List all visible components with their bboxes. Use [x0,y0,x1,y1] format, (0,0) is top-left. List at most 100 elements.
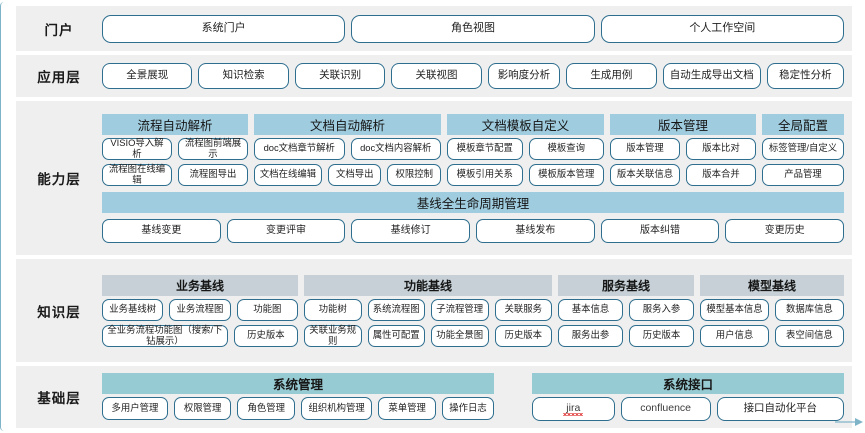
app-item-6[interactable]: 自动生成导出文档 [662,63,761,89]
cap-p1-r0-c1[interactable]: doc文档内容解析 [350,137,441,160]
layer-label-knowledge: 知识层 [37,304,81,320]
know-g1-r0-c1[interactable]: 系统流程图 [367,298,425,321]
capability-lifecycle-group: 基线全生命周期管理 基线变更 变更评审 基线修订 基线发布 版本纠错 变更历史 [102,191,845,243]
group-row: doc文档章节解析 doc文档内容解析 [254,137,441,160]
app-item-3[interactable]: 关联视图 [391,63,482,89]
capability-group-process-parse: 流程自动解析 VISIO导入解析 流程图前端展示 流程图在线编辑 流程图导出 [102,113,248,186]
capability-group-doc-parse: 文档自动解析 doc文档章节解析 doc文档内容解析 文档在线编辑 文档导出 权… [254,113,442,186]
know-g2-r0-c0[interactable]: 基本信息 [558,298,623,321]
group-header-model-baseline: 模型基线 [700,274,844,296]
base-g0-c1[interactable]: 权限管理 [173,397,232,420]
cap-p2-r0-c0[interactable]: 模板章节配置 [447,137,523,160]
group-row: 全业务流程功能图（搜索/下钻展示） 历史版本 [102,324,298,347]
layer-label-capability: 能力层 [37,172,81,187]
layer-portal: 门户 系统门户 角色视图 个人工作空间 [16,6,852,51]
know-g2-r1-c1[interactable]: 历史版本 [629,324,694,347]
portal-item-0[interactable]: 系统门户 [102,14,346,43]
cap-p4-r1-c0[interactable]: 产品管理 [762,163,844,186]
cap-p0-r1-c0[interactable]: 流程图在线编辑 [102,163,172,186]
group-row: jira confluence 接口自动化平台 [532,397,844,421]
group-row: 模型基本信息 数据库信息 [700,298,844,321]
capability-groups: 流程自动解析 VISIO导入解析 流程图前端展示 流程图在线编辑 流程图导出 [102,113,844,186]
corner-arrow-icon [835,418,863,426]
app-item-7[interactable]: 稳定性分析 [766,63,844,89]
app-item-4[interactable]: 影响度分析 [487,63,561,89]
cap-p1-r1-c1[interactable]: 文档导出 [327,163,382,186]
know-g2-r0-c1[interactable]: 服务入参 [629,298,694,321]
layer-label-foundation: 基础层 [37,391,81,406]
base-g0-c5[interactable]: 操作日志 [441,397,494,420]
lifecycle-item-4[interactable]: 版本纠错 [600,218,720,243]
portal-row: 系统门户 角色视图 个人工作空间 [102,14,844,43]
cap-p3-r0-c1[interactable]: 版本比对 [686,137,756,160]
foundation-groups: 系统管理 多用户管理 权限管理 角色管理 组织机构管理 菜单管理 操作日志 系统… [102,373,844,421]
base-g1-c1[interactable]: confluence [620,397,711,421]
base-g0-c2[interactable]: 角色管理 [237,397,295,420]
layer-knowledge: 知识层 业务基线 业务基线树 业务流程图 功能图 全业务流程功能图（搜索/下钻展… [16,259,852,362]
app-item-0[interactable]: 全景展现 [102,63,193,89]
knowledge-group-business-baseline: 业务基线 业务基线树 业务流程图 功能图 全业务流程功能图（搜索/下钻展示） 历… [102,274,298,347]
layer-foundation: 基础层 系统管理 多用户管理 权限管理 角色管理 组织机构管理 菜单管理 操作日… [16,366,852,428]
lifecycle-item-0[interactable]: 基线变更 [102,218,221,243]
know-g0-r1-c1[interactable]: 历史版本 [233,324,298,347]
group-row: 标签管理/自定义 [762,137,844,160]
base-g1-c2[interactable]: 接口自动化平台 [716,397,844,421]
know-g3-r0-c1[interactable]: 数据库信息 [775,298,844,321]
know-g3-r1-c1[interactable]: 表空间信息 [775,324,844,347]
app-item-1[interactable]: 知识检索 [198,63,289,89]
jira-label: jira [566,402,581,415]
know-g3-r1-c0[interactable]: 用户信息 [700,324,769,347]
group-row: VISIO导入解析 流程图前端展示 [102,137,248,160]
group-header-service-baseline: 服务基线 [558,274,694,296]
left-edge-decoration [0,2,4,431]
cap-p2-r1-c1[interactable]: 模板版本管理 [528,163,604,186]
group-row: 用户信息 表空间信息 [700,324,844,347]
cap-p3-r1-c1[interactable]: 版本合并 [686,163,756,186]
cap-p1-r1-c2[interactable]: 权限控制 [387,163,442,186]
know-g1-r0-c0[interactable]: 功能树 [304,298,362,321]
base-g0-c0[interactable]: 多用户管理 [102,397,168,420]
cap-p2-r0-c1[interactable]: 模板查询 [528,137,604,160]
cap-p4-r0-c0[interactable]: 标签管理/自定义 [762,137,844,160]
know-g0-r0-c1[interactable]: 业务流程图 [169,298,231,321]
know-g3-r0-c0[interactable]: 模型基本信息 [700,298,769,321]
group-header-version: 版本管理 [610,113,756,135]
lifecycle-item-3[interactable]: 基线发布 [476,218,595,243]
cap-p2-r1-c0[interactable]: 模板引用关系 [447,163,523,186]
lifecycle-item-5[interactable]: 变更历史 [725,218,845,243]
cap-p0-r1-c1[interactable]: 流程图导出 [178,163,248,186]
base-g0-c4[interactable]: 菜单管理 [378,397,436,420]
know-g0-r0-c2[interactable]: 功能图 [236,298,298,321]
cap-p1-r1-c0[interactable]: 文档在线编辑 [254,163,322,186]
capability-group-version: 版本管理 版本管理 版本比对 版本关联信息 版本合并 [610,113,756,186]
know-g1-r0-c2[interactable]: 子流程管理 [431,298,489,321]
know-g1-r0-c3[interactable]: 关联服务 [494,298,552,321]
group-header-lifecycle: 基线全生命周期管理 [102,191,844,213]
cap-p1-r0-c0[interactable]: doc文档章节解析 [254,137,345,160]
know-g1-r1-c0[interactable]: 关联业务规则 [304,324,362,347]
cap-p0-r0-c0[interactable]: VISIO导入解析 [102,137,172,160]
portal-item-1[interactable]: 角色视图 [351,14,595,43]
app-item-2[interactable]: 关联识别 [294,63,386,89]
know-g0-r1-c0[interactable]: 全业务流程功能图（搜索/下钻展示） [102,324,228,347]
know-g1-r1-c2[interactable]: 功能全景图 [431,324,489,347]
base-g0-c3[interactable]: 组织机构管理 [301,397,373,420]
group-row: 模板章节配置 模板查询 [447,137,604,160]
cap-p3-r1-c0[interactable]: 版本关联信息 [610,163,680,186]
group-header-business-baseline: 业务基线 [102,274,298,296]
cap-p0-r0-c1[interactable]: 流程图前端展示 [178,137,248,160]
lifecycle-item-1[interactable]: 变更评审 [226,218,346,243]
know-g0-r0-c0[interactable]: 业务基线树 [102,298,164,321]
foundation-group-system-interface: 系统接口 jira confluence 接口自动化平台 [532,373,844,421]
cap-p3-r0-c0[interactable]: 版本管理 [610,137,680,160]
know-g1-r1-c1[interactable]: 属性可配置 [367,324,425,347]
portal-item-2[interactable]: 个人工作空间 [600,14,844,43]
app-item-5[interactable]: 生成用例 [566,63,657,89]
layer-application: 应用层 全景展现 知识检索 关联识别 关联视图 影响度分析 生成用例 自动生成导… [16,55,852,97]
lifecycle-item-2[interactable]: 基线修订 [351,218,471,243]
spellcheck-underline-icon [563,413,584,416]
group-row: 功能树 系统流程图 子流程管理 关联服务 [304,298,552,321]
base-g1-c0[interactable]: jira [532,397,615,421]
know-g1-r1-c3[interactable]: 历史版本 [494,324,552,347]
know-g2-r1-c0[interactable]: 服务出参 [558,324,623,347]
